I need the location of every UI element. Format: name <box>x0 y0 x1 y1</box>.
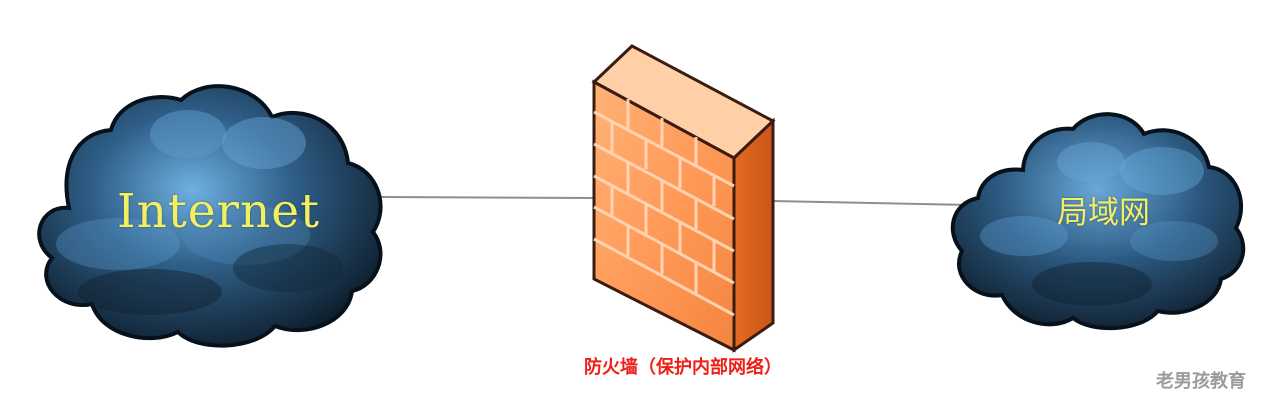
firewall-caption: 防火墙（保护内部网络） <box>584 357 782 378</box>
lan-label: 局域网 <box>1057 195 1150 231</box>
firewall-wall <box>591 44 776 353</box>
internet-label: Internet <box>117 184 320 239</box>
internet-firewall-link <box>379 196 595 199</box>
firewall-lan-link <box>771 200 971 206</box>
watermark-text: 老男孩教育 <box>1156 371 1246 392</box>
lan-cloud <box>950 112 1246 331</box>
internet-cloud <box>37 84 383 348</box>
